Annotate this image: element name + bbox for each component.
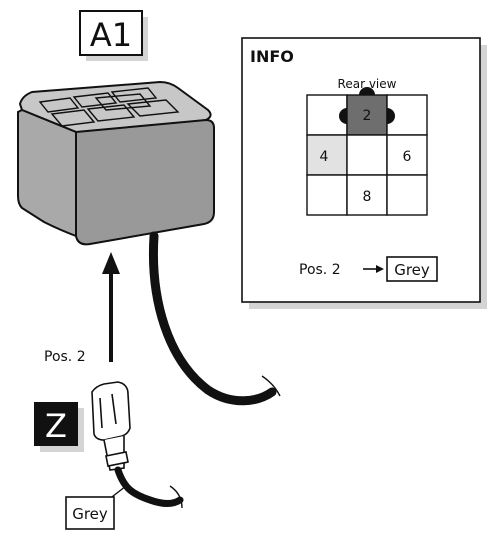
component-cable bbox=[148, 231, 277, 406]
a1-label: A1 bbox=[90, 16, 132, 54]
insertion-arrow-head bbox=[102, 252, 120, 274]
pin-number-8: 8 bbox=[363, 189, 372, 205]
pin-position-label: Pos. 2 bbox=[44, 349, 86, 365]
rear-view-label: Rear view bbox=[338, 77, 397, 91]
z-label-box bbox=[34, 402, 78, 446]
pin-grid: 2 4 6 8 bbox=[306, 87, 428, 216]
housing-front bbox=[75, 118, 215, 246]
wire-color-tag-text: Grey bbox=[72, 505, 108, 523]
z-label: Z bbox=[45, 407, 67, 445]
cable-cut-mark bbox=[261, 375, 281, 397]
pin-number-2: 2 bbox=[363, 108, 372, 124]
legend-color: Grey bbox=[394, 261, 430, 279]
legend-color-box bbox=[386, 256, 438, 282]
lock-lug-right bbox=[387, 108, 395, 124]
wire-color-tag bbox=[65, 496, 115, 530]
housing-left bbox=[17, 108, 77, 238]
pin-cell-5 bbox=[346, 134, 388, 176]
legend-position: Pos. 2 bbox=[299, 262, 341, 278]
pin-cell-9 bbox=[386, 174, 428, 216]
pin-number-4: 4 bbox=[320, 149, 329, 165]
terminal-wire bbox=[114, 466, 184, 507]
component-housing bbox=[17, 80, 215, 246]
wire-cut-mark bbox=[169, 485, 183, 509]
pin-number-6: 6 bbox=[403, 149, 412, 165]
housing-slots bbox=[38, 87, 180, 127]
lock-lug-top bbox=[359, 87, 375, 95]
pin-cell-7 bbox=[306, 174, 348, 216]
lock-lug-left bbox=[339, 108, 347, 124]
legend-arrow-icon bbox=[376, 265, 384, 273]
info-title: INFO bbox=[250, 47, 294, 66]
pin-cell-8 bbox=[346, 174, 388, 216]
flat-terminal bbox=[91, 381, 131, 471]
a1-label-box bbox=[79, 10, 143, 56]
